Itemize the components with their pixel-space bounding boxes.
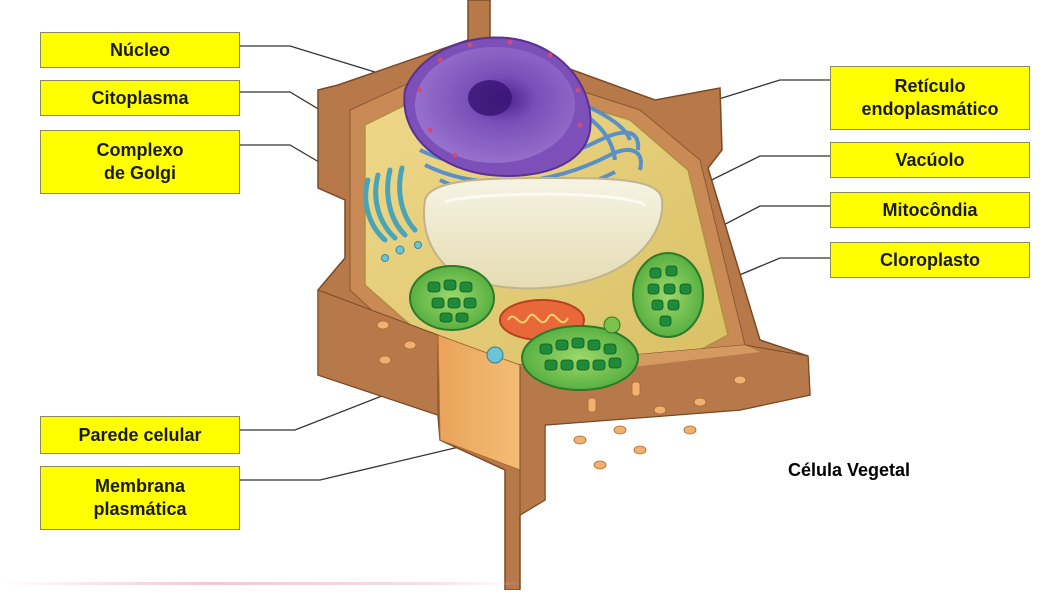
label-cloroplasto: Cloroplasto [830, 242, 1030, 278]
label-citoplasma: Citoplasma [40, 80, 240, 116]
label-citoplasma-text: Citoplasma [91, 87, 188, 110]
diagram-caption: Célula Vegetal [788, 460, 910, 481]
label-membrana-line2: plasmática [93, 498, 186, 521]
label-reticulo: Retículo endoplasmático [830, 66, 1030, 130]
small-vesicle [604, 317, 620, 333]
chloroplast-3 [522, 326, 638, 390]
label-mitocondria-text: Mitocôndia [883, 199, 978, 222]
label-golgi-line2: de Golgi [104, 162, 176, 185]
label-nucleo: Núcleo [40, 32, 240, 68]
label-reticulo-line1: Retículo [894, 75, 965, 98]
label-nucleo-text: Núcleo [110, 39, 170, 62]
label-mitocondria: Mitocôndia [830, 192, 1030, 228]
label-golgi: Complexo de Golgi [40, 130, 240, 194]
label-vacuolo-text: Vacúolo [895, 149, 964, 172]
label-cloroplasto-text: Cloroplasto [880, 249, 980, 272]
bottom-decoration [0, 582, 520, 585]
chloroplast-1 [410, 266, 494, 330]
label-vacuolo: Vacúolo [830, 142, 1030, 178]
leader-membrana [240, 442, 480, 480]
label-golgi-line1: Complexo [96, 139, 183, 162]
label-parede: Parede celular [40, 416, 240, 454]
label-reticulo-line2: endoplasmático [861, 98, 998, 121]
chloroplast-2 [633, 253, 703, 337]
label-membrana: Membrana plasmática [40, 466, 240, 530]
label-parede-text: Parede celular [78, 424, 201, 447]
label-membrana-line1: Membrana [95, 475, 185, 498]
